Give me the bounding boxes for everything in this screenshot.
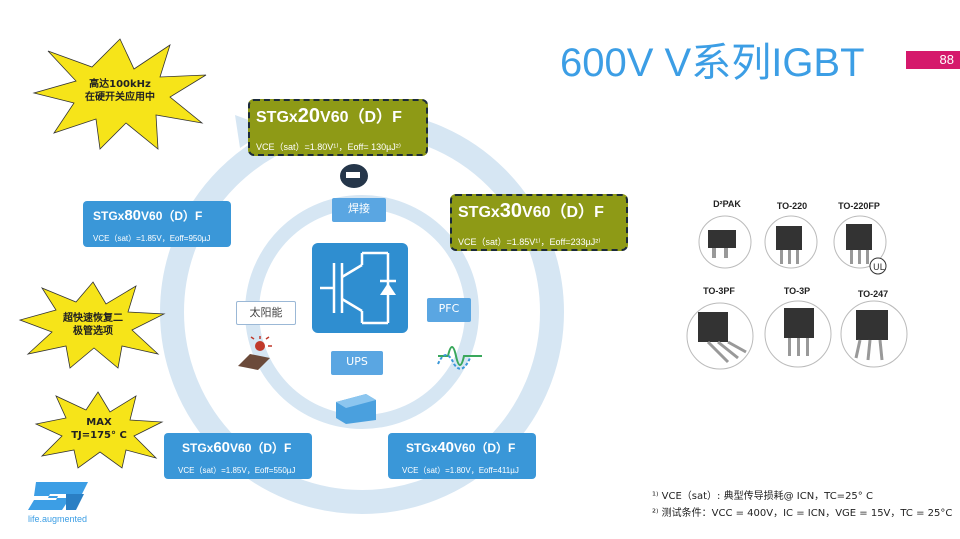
package-label-to247: TO-247 — [857, 289, 889, 299]
igbt-icon — [312, 243, 408, 333]
product-stgx20-prefix: STGx — [256, 109, 298, 126]
burst-bottom-shape — [34, 391, 164, 469]
pfc-waveform-icon — [437, 346, 482, 370]
app-solar: 太阳能 — [236, 301, 296, 325]
product-stgx40-name: STGx40V60（D）F — [406, 439, 515, 456]
product-stgx60: STGx60V60（D）F VCE（sat）=1.85V，Eoff=550µJ — [164, 433, 312, 479]
product-stgx60-prefix: STGx — [182, 441, 214, 455]
app-welding: 焊接 — [332, 198, 386, 222]
product-stgx40: STGx40V60（D）F VCE（sat）=1.80V，Eoff=411µJ — [388, 433, 536, 479]
product-stgx30-name: STGx30V60（D）F — [458, 198, 604, 223]
package-to3pf-icon — [686, 302, 754, 370]
burst-middle-text: 超快速恢复二 极管选项 — [38, 312, 148, 338]
product-stgx20-spec: VCE（sat）=1.80V¹⁾，Eoff= 130µJ²⁾ — [256, 142, 402, 152]
package-to247-icon — [840, 300, 908, 368]
product-stgx40-spec: VCE（sat）=1.80V，Eoff=411µJ — [402, 466, 519, 475]
app-ups: UPS — [331, 351, 383, 375]
product-stgx80-name: STGx80V60（D）F — [93, 207, 202, 224]
burst-top-line1: 高达100kHz — [89, 79, 151, 90]
logo-tagline: life.augmented — [28, 514, 88, 524]
product-stgx60-spec: VCE（sat）=1.85V，Eoff=550µJ — [178, 466, 296, 475]
product-stgx80-num: 80 — [124, 207, 142, 224]
product-stgx80-spec: VCE（sat）=1.85V，Eoff=950µJ — [93, 234, 211, 243]
product-stgx40-suffix: V60（D）F — [454, 441, 516, 455]
package-label-to220: TO-220 — [776, 201, 808, 211]
burst-bottom-text: MAX TJ=175° C — [44, 416, 154, 442]
product-stgx80-suffix: V60（D）F — [141, 209, 203, 223]
package-to220fp-icon: UL — [833, 215, 887, 275]
product-stgx80: STGx80V60（D）F VCE（sat）=1.85V，Eoff=950µJ — [83, 201, 231, 247]
product-stgx30-prefix: STGx — [458, 204, 500, 221]
product-stgx60-num: 60 — [213, 439, 231, 456]
product-stgx60-suffix: V60（D）F — [230, 441, 292, 455]
product-stgx30-num: 30 — [499, 200, 523, 222]
product-stgx30-spec: VCE（sat）=1.85V¹⁾，Eoff=233µJ²⁾ — [458, 237, 601, 247]
footnote-2: ²⁾ 测试条件：VCC = 400V，IC = ICN，VGE = 15V，TC… — [652, 508, 953, 519]
st-logo-icon — [28, 482, 88, 510]
burst-middle-line2: 极管选项 — [73, 326, 113, 337]
product-stgx30-suffix: V60（D）F — [522, 204, 604, 221]
product-stgx30: STGx30V60（D）F VCE（sat）=1.85V¹⁾，Eoff=233µ… — [450, 194, 628, 251]
package-label-to220fp: TO-220FP — [838, 201, 880, 211]
product-stgx20-suffix: V60（D）F — [320, 109, 402, 126]
burst-top-shape — [32, 38, 207, 150]
ups-icon — [336, 394, 376, 424]
svg-text:UL: UL — [873, 263, 885, 273]
product-stgx60-name: STGx60V60（D）F — [182, 439, 291, 456]
burst-bottom-line2: TJ=175° C — [71, 430, 127, 441]
product-stgx40-num: 40 — [437, 439, 455, 456]
package-label-to3p: TO-3P — [783, 286, 811, 296]
package-label-to3pf: TO-3PF — [703, 286, 735, 296]
product-stgx20-name: STGx20V60（D）F — [256, 103, 402, 128]
package-to3p-icon — [764, 300, 832, 368]
footnote-1: ¹⁾ VCE（sat）: 典型传导损耗@ ICN，TC=25° C — [652, 491, 873, 502]
product-stgx20: STGx20V60（D）F VCE（sat）=1.80V¹⁾，Eoff= 130… — [248, 99, 428, 156]
product-stgx40-prefix: STGx — [406, 441, 438, 455]
page-number: 88 — [906, 51, 960, 69]
package-to220-icon — [764, 215, 818, 269]
burst-bottom-line1: MAX — [86, 417, 112, 428]
burst-middle-line1: 超快速恢复二 — [63, 313, 123, 324]
product-stgx80-prefix: STGx — [93, 209, 125, 223]
app-pfc: PFC — [427, 298, 471, 322]
burst-top-text: 高达100kHz 在硬开关应用中 — [60, 78, 180, 104]
solar-panel-icon — [238, 336, 272, 370]
burst-middle-shape — [18, 281, 166, 369]
page-title: 600V V系列IGBT — [560, 41, 865, 85]
product-stgx20-num: 20 — [297, 105, 321, 127]
package-label-d2pak: D²PAK — [713, 199, 741, 209]
package-d2pak-icon — [698, 215, 752, 269]
welding-icon — [340, 164, 368, 188]
burst-top-line2: 在硬开关应用中 — [85, 92, 155, 103]
